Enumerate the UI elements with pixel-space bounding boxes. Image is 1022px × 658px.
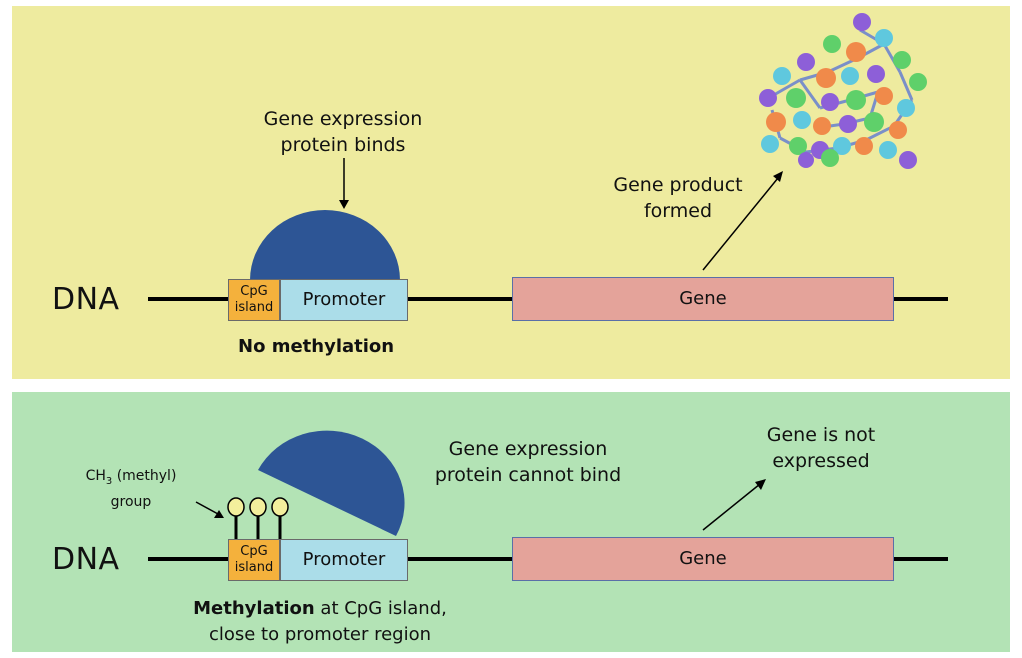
blocked-protein-shape bbox=[258, 430, 405, 536]
promoter-box: Promoter bbox=[280, 539, 408, 581]
gene-not-expressed-caption: Gene is not expressed bbox=[736, 422, 906, 474]
protein-cannot-bind-caption: Gene expression protein cannot bind bbox=[408, 436, 648, 488]
caption-line2: protein binds bbox=[280, 134, 406, 156]
methyl-arrow bbox=[195, 501, 219, 515]
methyl-group-lollipops bbox=[227, 497, 289, 542]
methylation-caption-line2: close to promoter region bbox=[208, 624, 432, 645]
promoter-box: Promoter bbox=[280, 279, 408, 321]
protein-arrow-head bbox=[339, 200, 349, 209]
dna-strand-left bbox=[148, 297, 230, 301]
dna-strand-right bbox=[894, 557, 948, 561]
gene-expression-protein-shape bbox=[250, 210, 400, 280]
dna-strand-middle bbox=[406, 557, 514, 561]
product-arrow bbox=[702, 177, 779, 271]
caption-line2: formed bbox=[643, 200, 713, 222]
protein-binds-caption: Gene expression protein binds bbox=[228, 106, 458, 158]
gene-box: Gene bbox=[512, 537, 894, 581]
caption-line1: Gene expression bbox=[263, 108, 423, 130]
caption-line2: expressed bbox=[772, 450, 870, 472]
dna-strand-right bbox=[894, 297, 948, 301]
cpg-label-line2: island bbox=[234, 560, 274, 575]
no-methylation-label: No methylation bbox=[238, 336, 395, 357]
methyl-arrow-head bbox=[214, 510, 224, 518]
cpg-island-box: CpG island bbox=[228, 539, 280, 581]
caption-line1: Gene product bbox=[613, 174, 743, 196]
cpg-label-line2: island bbox=[234, 300, 274, 315]
methyl-group-caption: CH3 (methyl) group bbox=[56, 466, 206, 512]
dna-strand-left bbox=[148, 557, 230, 561]
methylation-caption-line1: Methylation at CpG island, bbox=[193, 598, 447, 619]
dna-label: DNA bbox=[52, 282, 120, 317]
dna-strand-middle bbox=[406, 297, 514, 301]
methyl-caption-line1: CH3 (methyl) bbox=[85, 468, 177, 487]
not-expressed-arrow-head bbox=[755, 479, 766, 490]
methylation-caption: Methylation at CpG island, close to prom… bbox=[160, 596, 480, 648]
product-arrow-head bbox=[773, 171, 783, 182]
methyl-caption-line2: group bbox=[110, 493, 152, 510]
cpg-label-line1: CpG bbox=[240, 544, 268, 559]
gene-product-molecule-icon bbox=[759, 13, 927, 169]
cpg-label-line1: CpG bbox=[240, 284, 268, 299]
cpg-island-box: CpG island bbox=[228, 279, 280, 321]
not-expressed-arrow bbox=[702, 483, 761, 531]
caption-line2: protein cannot bind bbox=[434, 464, 622, 486]
dna-label: DNA bbox=[52, 542, 120, 577]
methylated-panel bbox=[12, 392, 1010, 652]
caption-line1: Gene expression bbox=[448, 438, 608, 460]
gene-box: Gene bbox=[512, 277, 894, 321]
caption-line1: Gene is not bbox=[766, 424, 876, 446]
gene-product-caption: Gene product formed bbox=[580, 172, 776, 224]
